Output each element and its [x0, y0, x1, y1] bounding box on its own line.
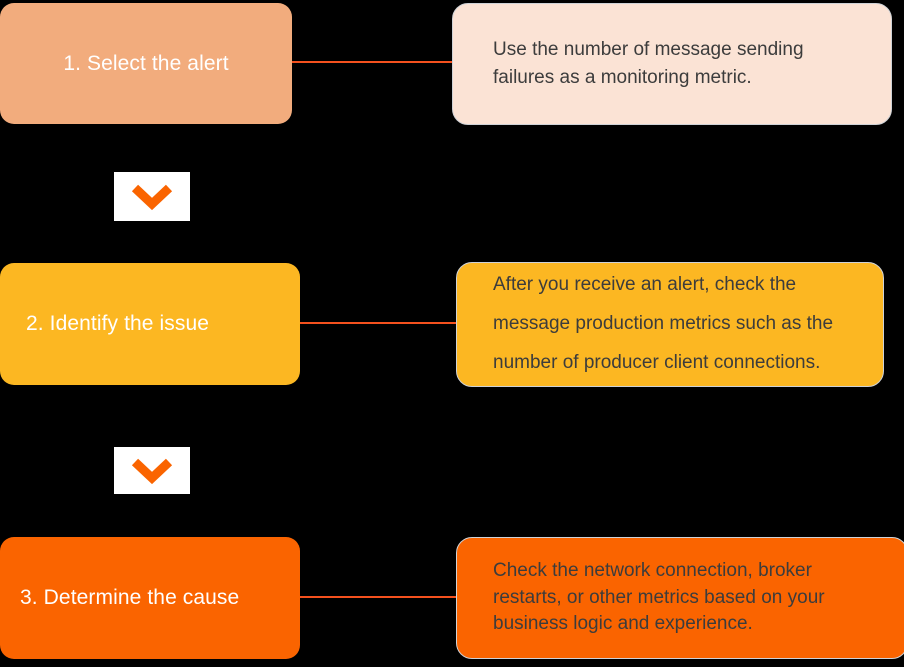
arrow-connector-1	[114, 172, 190, 221]
chevron-down-icon	[131, 183, 173, 211]
connector-line-1	[292, 61, 454, 63]
step-label-3: 3. Determine the cause	[20, 586, 240, 610]
step-label-2: 2. Identify the issue	[26, 312, 210, 336]
description-line: business logic and experience.	[493, 613, 753, 635]
description-line: After you receive an alert, check the	[493, 274, 797, 296]
description-box-2: After you receive an alert, check the me…	[456, 262, 884, 387]
description-line: Use the number of message sending	[493, 39, 804, 61]
description-line: Check the network connection, broker	[493, 559, 812, 581]
step-box-1[interactable]: 1. Select the alert	[0, 3, 292, 124]
description-box-3: Check the network connection, broker res…	[456, 537, 904, 659]
arrow-connector-2	[114, 447, 190, 494]
step-box-2[interactable]: 2. Identify the issue	[0, 263, 300, 385]
description-box-1: Use the number of message sending failur…	[452, 3, 892, 125]
step-label-1: 1. Select the alert	[63, 51, 229, 75]
description-line: message production metrics such as the	[493, 313, 834, 335]
step-box-3[interactable]: 3. Determine the cause	[0, 537, 300, 659]
connector-line-3	[300, 596, 458, 598]
description-line: restarts, or other metrics based on your	[493, 586, 825, 608]
description-line: failures as a monitoring metric.	[493, 67, 752, 88]
connector-line-2	[300, 322, 458, 324]
description-line: number of producer client connections.	[493, 351, 821, 373]
chevron-down-icon	[131, 457, 173, 485]
